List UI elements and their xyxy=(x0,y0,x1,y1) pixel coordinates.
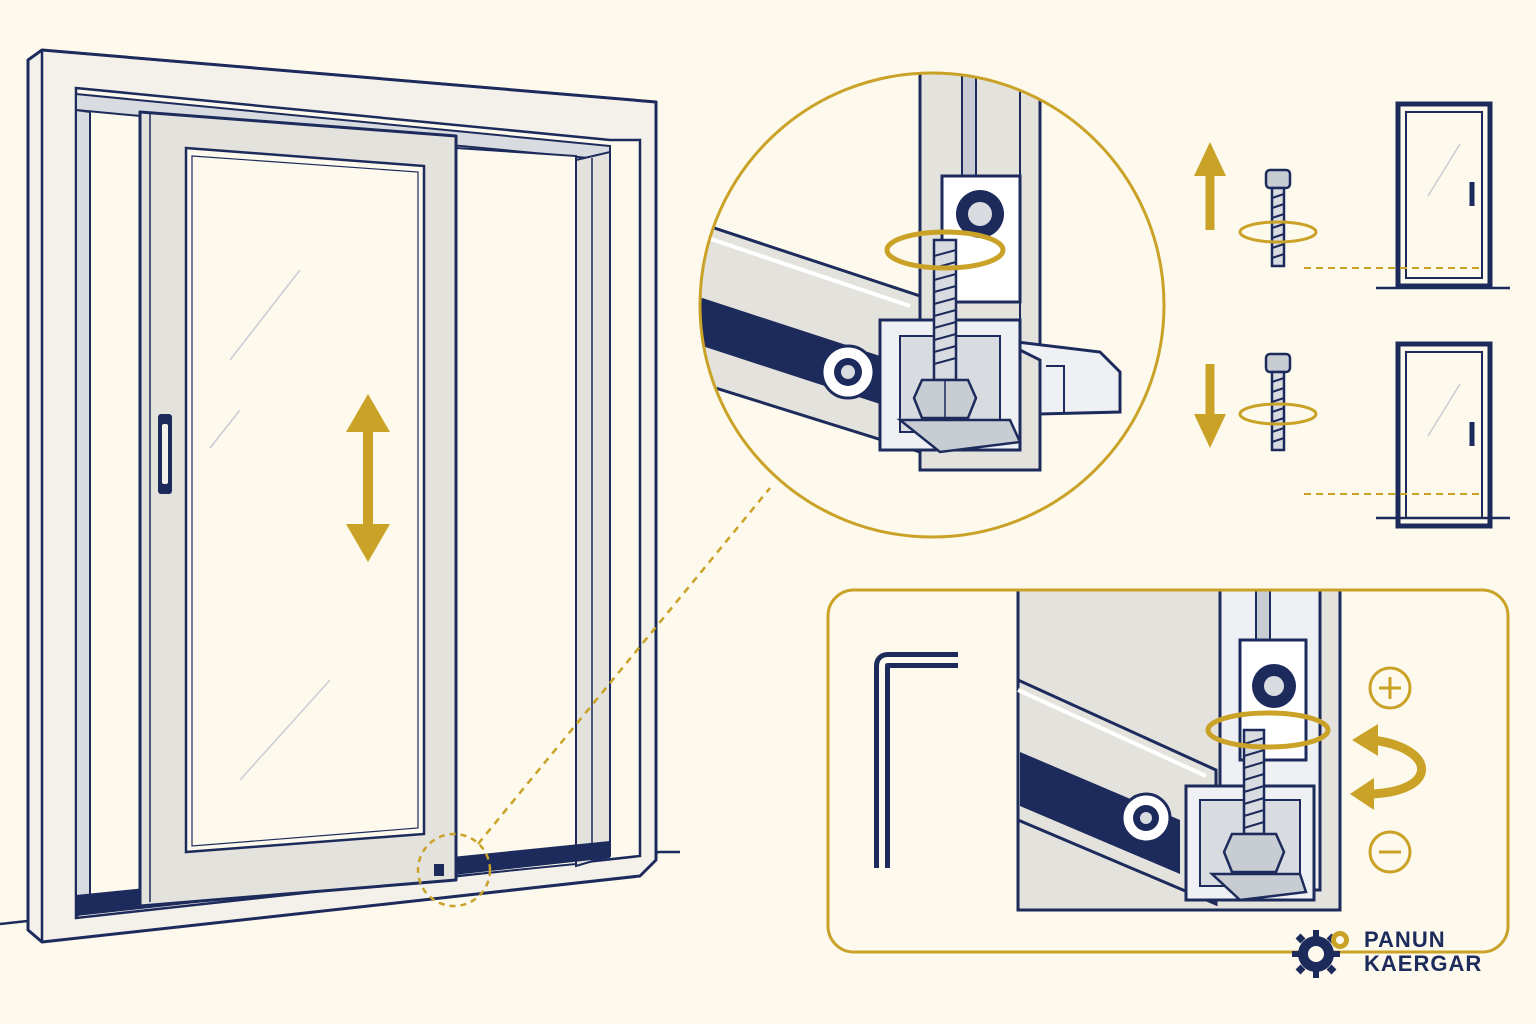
plus-circle-icon xyxy=(1368,666,1412,710)
minus-circle-icon xyxy=(1368,830,1412,874)
rotation-arrow-icon xyxy=(1238,402,1318,426)
mini-door-lowered xyxy=(1398,344,1490,526)
lower-door-step xyxy=(1194,344,1510,526)
rotation-arrow-icon xyxy=(1238,220,1318,244)
arrow-up-icon xyxy=(1194,142,1226,230)
allen-key-icon xyxy=(874,652,958,868)
gear-logo-icon xyxy=(1292,930,1349,978)
mini-door-raised xyxy=(1398,104,1490,286)
brand-logo: PANUN KAERGAR xyxy=(1288,924,1508,980)
brand-name-line2: KAERGAR xyxy=(1364,951,1483,976)
raise-door-step xyxy=(1194,104,1510,290)
brand-name-line1: PANUN xyxy=(1364,927,1446,952)
rotation-arrow-icon xyxy=(1350,724,1427,810)
door-frame-illustration xyxy=(0,48,680,944)
zoom-callout-marker xyxy=(416,487,771,908)
bolt-icon xyxy=(1264,352,1292,452)
allen-key-detail-panel xyxy=(826,588,1510,954)
double-arrow-up-down-icon xyxy=(346,394,390,562)
zoom-detail-circle xyxy=(698,71,1166,539)
bolt-icon xyxy=(1264,168,1292,268)
arrow-down-icon xyxy=(1194,364,1226,448)
